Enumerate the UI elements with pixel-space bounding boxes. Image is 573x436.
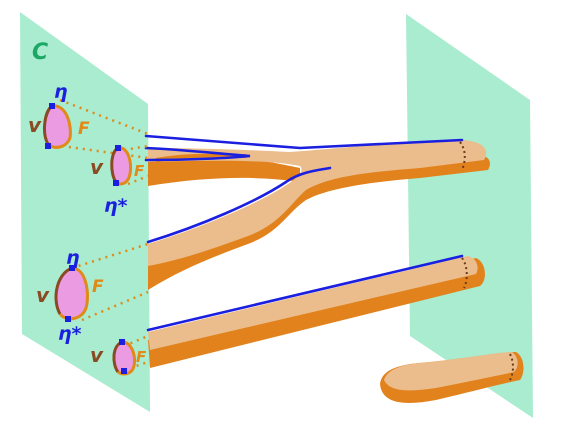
- f-label-1: F: [78, 119, 90, 139]
- v-label-4: v: [90, 343, 104, 367]
- eta-star-label-1: η*: [104, 195, 128, 217]
- disk-2: [110, 145, 132, 186]
- middle-tube-boundary: [146, 166, 332, 244]
- lower-straight-tube: [146, 254, 485, 368]
- upper-tube-boundary-top: [144, 134, 464, 150]
- v-label-1: v: [28, 113, 42, 137]
- plane-label: C: [32, 40, 48, 65]
- v-label-3: v: [36, 283, 50, 307]
- projection-lines: [59, 98, 149, 370]
- f-label-4: F: [136, 348, 147, 366]
- v-label-2: v: [90, 155, 104, 179]
- f-label-3: F: [92, 277, 104, 297]
- eta-label-2: η: [66, 247, 80, 269]
- eta-star-label-2: η*: [58, 323, 82, 345]
- right-plane: [406, 14, 533, 418]
- merging-tube: [144, 134, 490, 290]
- disk-1: [43, 103, 72, 149]
- eta-label-1: η: [54, 81, 68, 103]
- disk-3: [54, 265, 89, 322]
- detached-tube: [380, 352, 524, 403]
- upper-tube-boundary-slit: [144, 146, 251, 162]
- lower-tube-boundary: [146, 254, 464, 332]
- disk-4: [112, 339, 136, 376]
- f-label-2: F: [134, 162, 145, 180]
